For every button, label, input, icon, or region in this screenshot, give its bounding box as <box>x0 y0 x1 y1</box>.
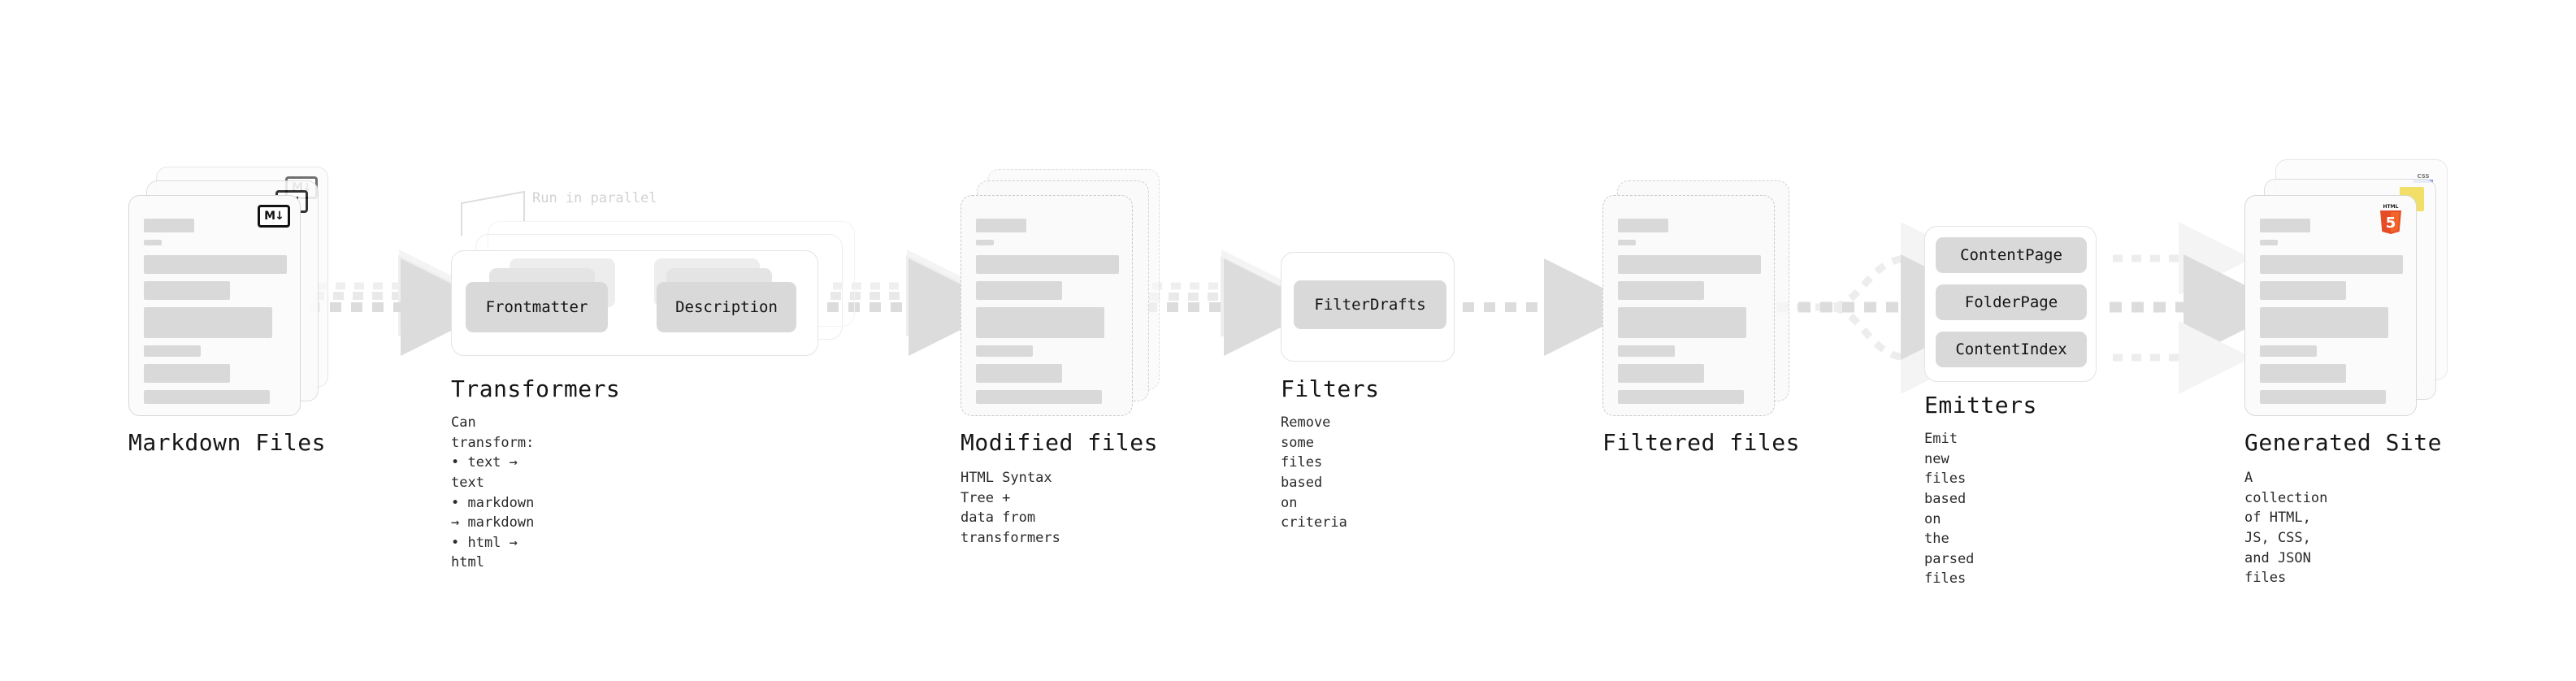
stage-subtitle-modified-files: HTML Syntax Tree + data from transformer… <box>961 470 1060 546</box>
stage-subtitle-filters: Remove some files based on criteria <box>1281 414 1347 531</box>
document-skeleton <box>2260 219 2403 404</box>
document-card-front: M↓ <box>128 195 301 416</box>
stage-title-markdown-files: Markdown Files <box>128 429 327 456</box>
svg-text:HTML: HTML <box>2383 204 2399 210</box>
document-card-front <box>1602 195 1775 416</box>
connector-filtered-to-emitters <box>1776 222 2006 394</box>
stage-title-transformers: Transformers <box>451 375 621 402</box>
stage-subtitle-generated-site: A collection of HTML, JS, CSS, and JSON … <box>2244 470 2328 587</box>
stage-title-modified-files: Modified files <box>961 429 1159 456</box>
html5-glyph: HTML 5 <box>2380 204 2401 234</box>
document-card-front: HTML 5 <box>2244 195 2417 416</box>
markdown-icon: M↓ <box>258 205 290 228</box>
stage-title-filtered-files: Filtered files <box>1602 429 1801 456</box>
document-skeleton <box>144 219 287 404</box>
stage-subtitle-transformers: Can transform: • text → text • markdown … <box>451 414 535 571</box>
document-skeleton <box>976 219 1119 404</box>
emitter-chip-contentpage[interactable]: ContentPage <box>1936 237 2087 273</box>
stage-subtitle-emitters: Emit new files based on the parsed files <box>1924 431 1975 588</box>
stage-title-filters: Filters <box>1281 375 1380 402</box>
run-in-parallel-label: Run in parallel <box>532 190 657 206</box>
connector-emitters-to-site <box>2110 222 2289 394</box>
emitter-chip-folderpage[interactable]: FolderPage <box>1936 284 2087 320</box>
filter-chip-filterdrafts[interactable]: FilterDrafts <box>1294 280 1446 329</box>
html5-icon: HTML 5 <box>2377 202 2405 235</box>
document-skeleton <box>1618 219 1761 404</box>
stage-title-emitters: Emitters <box>1924 392 2037 419</box>
svg-text:CSS: CSS <box>2417 173 2429 180</box>
document-card-front <box>961 195 1133 416</box>
emitter-chip-contentindex[interactable]: ContentIndex <box>1936 332 2087 367</box>
stage-title-generated-site: Generated Site <box>2244 429 2443 456</box>
transformer-chip-description[interactable]: Description <box>657 282 796 332</box>
transformer-chip-frontmatter[interactable]: Frontmatter <box>466 282 608 332</box>
svg-text:5: 5 <box>2386 215 2396 232</box>
